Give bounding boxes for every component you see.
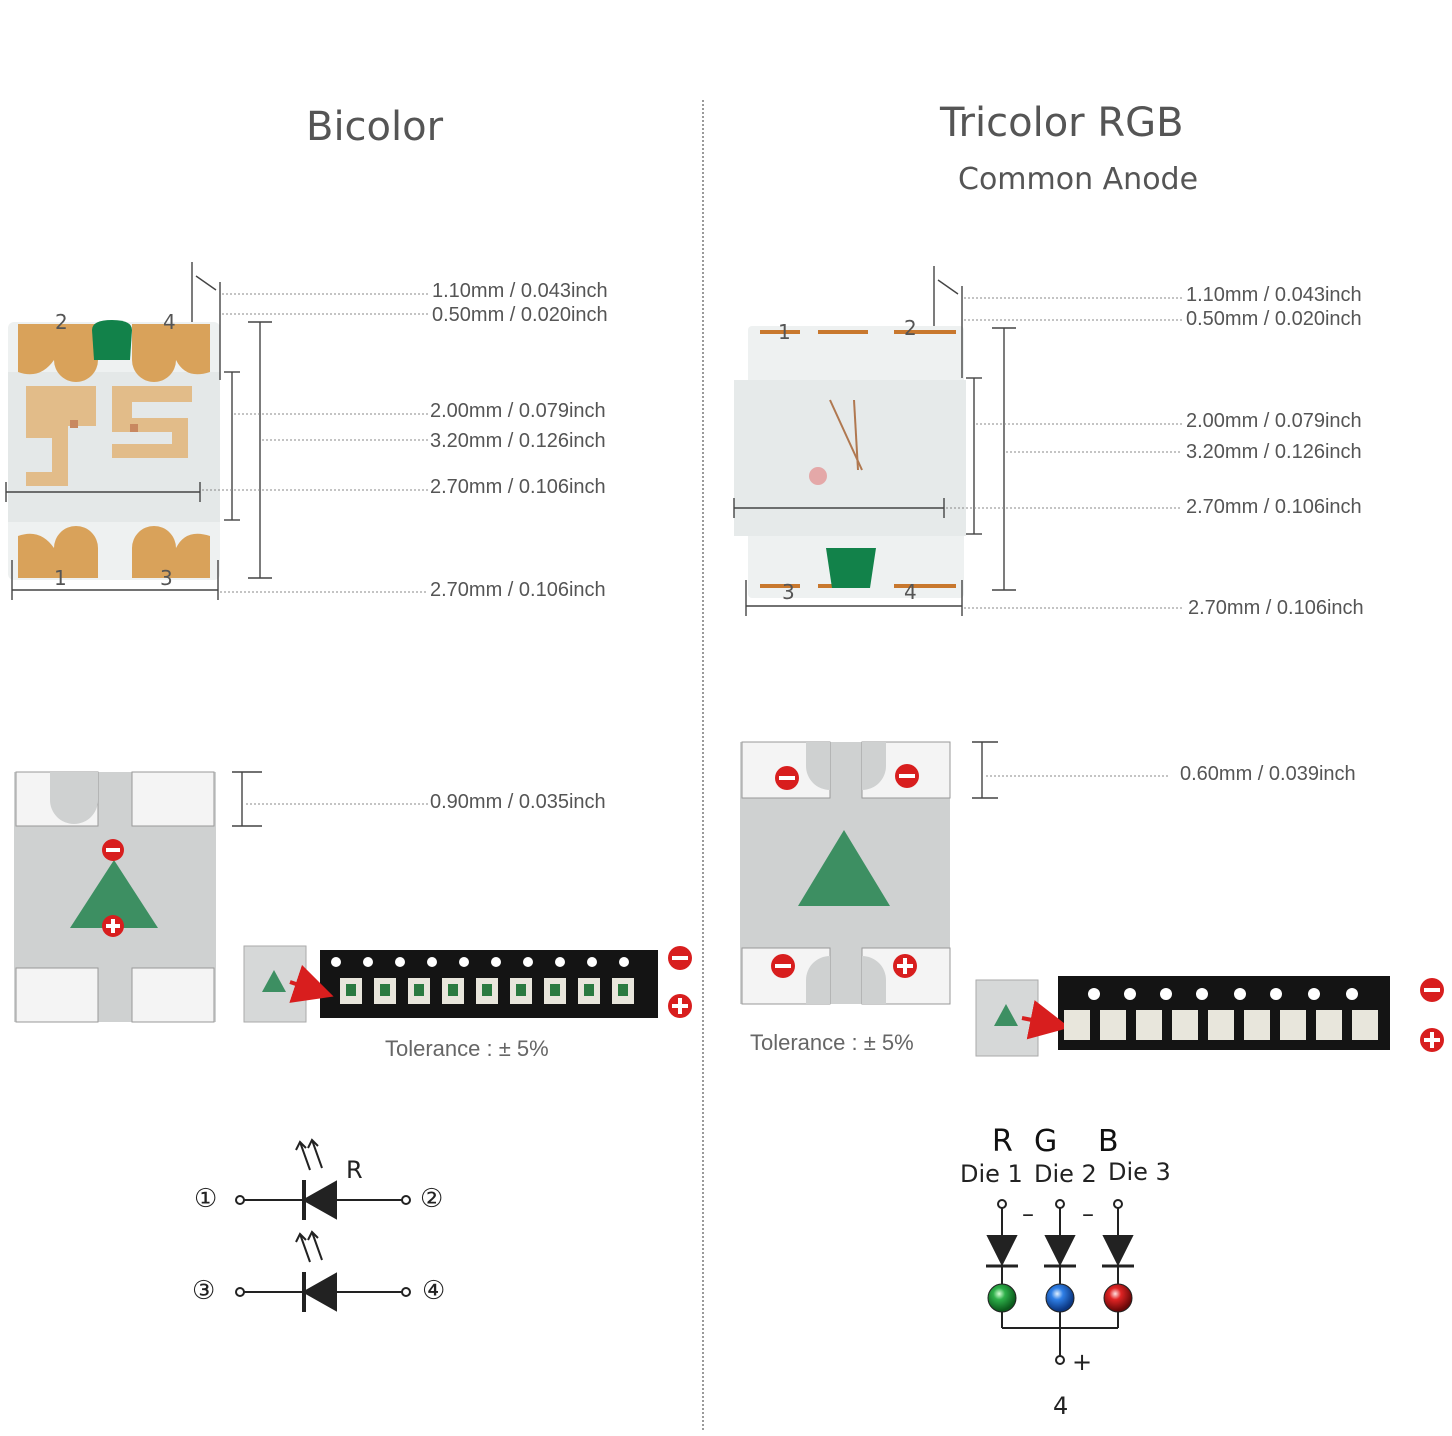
tricolor-dim-5: 2.70mm / 0.106inch (1186, 496, 1362, 518)
bicolor-tolerance: Tolerance : ± 5% (385, 1036, 549, 1061)
bicolor-dim-2: 0.50mm / 0.020inch (432, 304, 608, 326)
bicolor-schematic (235, 1138, 411, 1312)
tricolor-subtitle: Common Anode (958, 162, 1199, 197)
bicolor-pad-dim: 0.90mm / 0.035inch (430, 791, 606, 813)
bicolor-schematic-pin-4: ④ (422, 1276, 446, 1306)
bicolor-tape-reel (243, 945, 692, 1023)
bicolor-dim-5: 2.70mm / 0.106inch (430, 476, 606, 498)
tricolor-led-photo (734, 326, 966, 598)
red-led-icon (1103, 1283, 1133, 1313)
bicolor-pad-dim-lines (232, 771, 428, 827)
bicolor-schematic-pin-3: ③ (192, 1276, 216, 1306)
die-3-label: Die 3 (1108, 1158, 1171, 1186)
tricolor-dim-6: 2.70mm / 0.106inch (1188, 597, 1364, 619)
rgb-letter-b: B (1098, 1124, 1119, 1159)
tricolor-tape-reel (975, 976, 1444, 1057)
bicolor-title: Bicolor (306, 104, 444, 150)
bicolor-schematic-pin-1: ① (194, 1184, 218, 1214)
tricolor-dim-2: 0.50mm / 0.020inch (1186, 308, 1362, 330)
bicolor-schematic-pin-2: ② (420, 1184, 444, 1214)
tricolor-pad-dim-lines (972, 741, 1170, 799)
tricolor-dim-3: 2.00mm / 0.079inch (1186, 410, 1362, 432)
bicolor-bottom-view (14, 771, 216, 1023)
rgb-letter-g: G (1034, 1124, 1058, 1159)
minus-sign-2: – (1082, 1200, 1094, 1228)
plus-sign: + (1072, 1348, 1093, 1376)
rgb-letter-r: R (992, 1124, 1013, 1159)
tricolor-dim-4: 3.20mm / 0.126inch (1186, 441, 1362, 463)
common-pin-label: 4 (1053, 1392, 1069, 1420)
minus-sign-1: – (1022, 1200, 1034, 1228)
blue-led-icon (1045, 1283, 1075, 1313)
bicolor-pin-2: 2 (55, 310, 68, 334)
bicolor-dim-6: 2.70mm / 0.106inch (430, 579, 606, 601)
tricolor-tolerance: Tolerance : ± 5% (750, 1030, 914, 1055)
tricolor-schematic (986, 1199, 1134, 1365)
bicolor-pin-3: 3 (160, 566, 173, 590)
tricolor-pad-dim: 0.60mm / 0.039inch (1180, 763, 1356, 785)
bicolor-pin-1: 1 (54, 566, 67, 590)
green-led-icon (987, 1283, 1017, 1313)
bicolor-dimension-lines (5, 262, 272, 600)
bicolor-dim-1: 1.10mm / 0.043inch (432, 280, 608, 302)
tricolor-dim-1: 1.10mm / 0.043inch (1186, 284, 1362, 306)
bicolor-leader-lines (202, 293, 428, 593)
tricolor-pin-2: 2 (904, 316, 917, 340)
die-2-label: Die 2 (1034, 1160, 1097, 1188)
bicolor-schematic-label: R (346, 1156, 363, 1184)
bicolor-led-photo (8, 320, 220, 580)
bicolor-pin-4: 4 (163, 310, 176, 334)
tricolor-bottom-view (740, 741, 951, 1005)
tricolor-pin-4: 4 (904, 580, 917, 604)
die-1-label: Die 1 (960, 1160, 1023, 1188)
tricolor-pin-1: 1 (778, 320, 791, 344)
tricolor-pin-3: 3 (782, 580, 795, 604)
bicolor-dim-3: 2.00mm / 0.079inch (430, 400, 606, 422)
bicolor-dim-4: 3.20mm / 0.126inch (430, 430, 606, 452)
center-divider (702, 100, 704, 1430)
tricolor-title: Tricolor RGB (940, 100, 1184, 146)
tricolor-leader-lines (946, 297, 1184, 609)
